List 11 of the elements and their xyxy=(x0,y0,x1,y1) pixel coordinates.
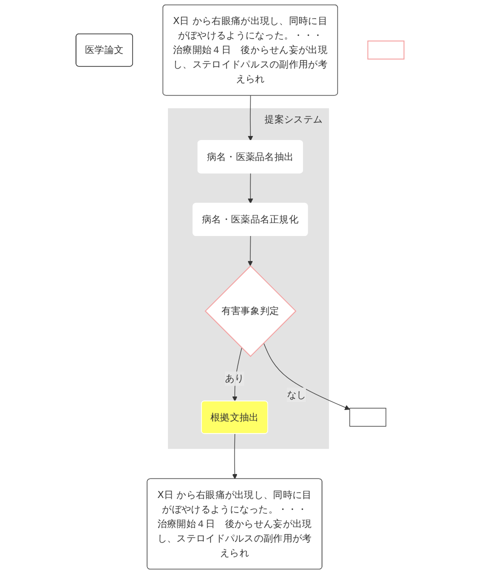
edge-label: あり xyxy=(224,372,244,384)
arrow xyxy=(248,173,254,204)
node-box xyxy=(367,40,404,60)
arrow xyxy=(232,348,242,402)
arrow xyxy=(232,434,238,480)
arrow xyxy=(248,95,254,142)
edge-label: なし xyxy=(286,388,306,400)
arrow xyxy=(263,342,350,410)
node-diamond: 有害事象判定 xyxy=(204,265,296,357)
arrow xyxy=(248,236,253,266)
node-box xyxy=(349,408,386,427)
